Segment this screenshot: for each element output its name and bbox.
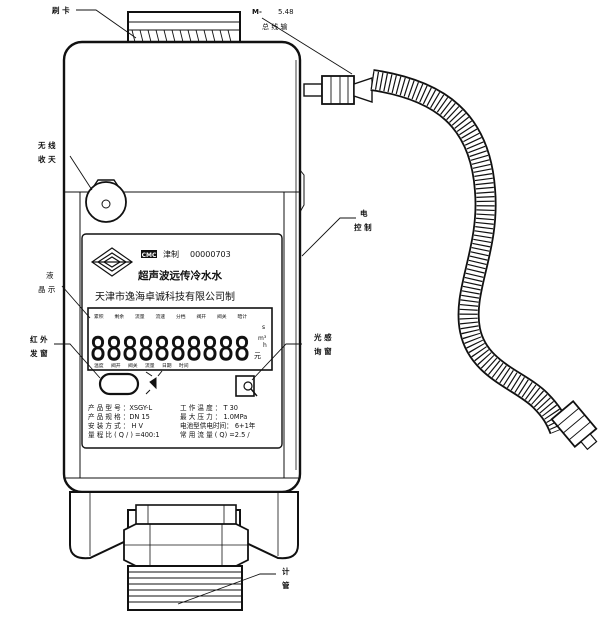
lcd-bottom-label: 温度: [94, 362, 104, 369]
lcd-top-label: 阀关: [217, 313, 227, 320]
brand-prefix: 津制: [163, 249, 179, 259]
spec-line: 安 装 方 式 ： H V: [88, 421, 144, 430]
callout-antenna-a: 无 线: [37, 140, 56, 150]
lcd-unit-m3: m³: [258, 335, 267, 342]
spec-line: 产 品 型 号 ：XSGY-L: [88, 403, 152, 412]
lcd-unit-h: h: [263, 342, 267, 349]
lcd-bottom-label: 流量: [145, 362, 155, 369]
infrared-icon: [145, 370, 163, 395]
lcd-bottom-label: 时间: [179, 362, 189, 369]
callout-antenna-b: 收 天: [38, 154, 56, 164]
leader-lines: [54, 9, 356, 605]
lcd-top-label: 分档: [176, 313, 186, 320]
company-name: 天津市逸海卓诚科技有限公司制: [95, 290, 235, 303]
callout-ir-a: 红 外: [30, 334, 48, 344]
lcd-top-label: 流速: [156, 313, 166, 320]
lcd-top-label: 阀开: [197, 313, 207, 320]
callout-bus-code: M-: [252, 8, 262, 16]
callout-lcd-a: 液: [46, 270, 54, 280]
lcd-top-label: 剩余: [115, 313, 125, 320]
callout-control-a: 电: [360, 208, 368, 218]
lcd-bottom-label: 阀开: [111, 362, 121, 369]
callout-bus-line: 总 线 输: [262, 22, 287, 31]
lcd-top-labels: 累积 剩余 流量 流速 分档 阀开 阀关 暗计: [94, 313, 247, 320]
callouts: 刷 卡 M- 5.48 总 线 输 无 线 收 天 电 控 制 液 晶 示 红 …: [29, 5, 372, 590]
lower-body: [69, 491, 299, 611]
spec-line: 量 程 比 ( Q / ) =400:1: [88, 430, 160, 439]
specs-left: 产 品 型 号 ：XSGY-L产 品 规 格 ：DN 15安 装 方 式 ： H…: [88, 403, 160, 439]
callout-photo-b: 询 窗: [314, 346, 332, 356]
lcd-bottom-label: 日期: [162, 363, 172, 369]
svg-text:CMC: CMC: [142, 252, 157, 259]
callout-meter-b: 管: [282, 580, 290, 590]
cmc-mark: CMC: [141, 250, 157, 259]
lcd-bottom-label: 阀关: [128, 362, 138, 369]
lcd-unit-yuan: 元: [254, 352, 261, 360]
spec-line: 最 大 压 力 ： 1.0MPa: [180, 412, 247, 421]
brand-logo: [90, 247, 134, 277]
lcd-top-label: 流量: [135, 313, 145, 320]
lcd-top-label: 累积: [94, 313, 104, 320]
lcd-top-label: 暗计: [238, 313, 248, 320]
infrared-window: [98, 372, 140, 396]
spec-line: 电池型供电时间： 6+1年: [180, 421, 256, 430]
wireless-antenna: [85, 179, 127, 223]
callout-bus-code2: 5.48: [278, 8, 294, 16]
lcd-digit-string: 8888888888: [90, 330, 250, 368]
spec-line: 产 品 规 格 ：DN 15: [88, 412, 150, 421]
callout-photo-a: 光 感: [313, 332, 332, 342]
bus-cable: [303, 69, 598, 451]
callout-control-b: 控 制: [354, 222, 372, 232]
photo-sensor-window: [235, 375, 258, 397]
front-panel: CMC 津制 00000703 超声波远传冷水水 天津市逸海卓诚科技有限公司制 …: [81, 233, 283, 449]
callout-card-swipe: 刷 卡: [51, 5, 70, 15]
lcd-unit-s: s: [262, 324, 265, 331]
callout-meter-a: 计: [282, 566, 290, 576]
callout-ir-b: 发 窗: [29, 348, 48, 358]
lcd-digits: 8888888888: [90, 330, 251, 369]
serial-number: 00000703: [190, 250, 231, 259]
spec-line: 常 用 流 量 ( Q) =2.5 /: [180, 430, 250, 439]
lcd-bottom-labels: 温度阀开阀关流量 日期 时间: [94, 362, 189, 369]
spec-line: 工 作 温 度 ： T 30: [180, 403, 238, 412]
callout-lcd-b: 晶 示: [38, 285, 56, 294]
product-title: 超声波远传冷水水: [137, 269, 222, 282]
lcd-display: 累积剩余流量流速分档阀开阀关暗计 s m³ h 8888888888 元 温度阀…: [87, 307, 273, 371]
